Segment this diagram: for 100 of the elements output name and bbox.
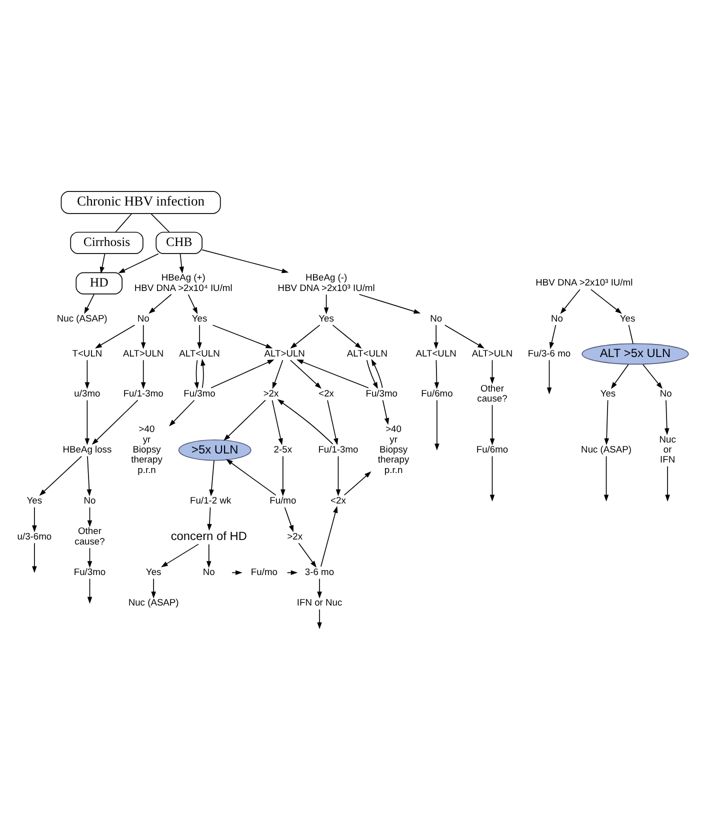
arrow [560,289,580,314]
arrow [336,456,341,496]
node-text: Nuc (ASAP) [56,313,108,324]
node-text: Yes [600,388,616,398]
arrow [210,359,274,388]
arrow [280,456,286,496]
node-text: Yes [318,313,334,324]
arrow [207,506,212,531]
arrow [664,400,670,436]
node-text: Fu/6mo [476,444,508,455]
node-text: Yes [620,313,636,324]
arrow [371,359,383,388]
arrow [277,399,334,444]
arrow [642,364,663,389]
node-text: >40 yr Biopsy therapy p.r.n [378,424,410,475]
arrow [549,324,556,350]
node-text: ALT>ULN [472,348,513,358]
node-text: Fu/mo [250,567,278,578]
arrow [206,544,212,568]
arrow [444,324,484,348]
arrow [161,544,199,568]
node-text: HBeAg loss [62,444,112,455]
node-text: Fu/1-3mo [123,388,164,398]
node-text: u/3mo [74,388,100,398]
arrow [148,294,172,314]
node-text: Nuc (ASAP) [581,444,632,455]
connector [150,213,170,232]
arrow [87,506,92,528]
arrow [272,400,283,446]
arrow [32,542,37,574]
node-text: Other cause? [74,526,105,546]
connector [115,213,132,232]
arrow [39,456,82,496]
node-text: Fu/mo [270,496,296,506]
node-text: 2-5x [274,444,292,455]
node-text: HBV DNA >2x10³ IU/ml [536,278,633,288]
node-box: HD [76,272,123,294]
arrow [140,360,146,390]
arrow [604,400,610,446]
arrow [200,358,206,388]
node-text: T<ULN [72,348,102,358]
node-text: Fu/1-3mo [318,444,358,455]
node-text: HBeAg (+) HBV DNA >2x10⁴ IU/ml [134,272,232,293]
node-text: >2x [287,531,303,542]
arrow [324,294,329,314]
arrow [298,542,317,568]
arrow [92,400,138,445]
arrow [140,324,146,350]
arrow [296,360,369,388]
arrow [434,400,440,450]
node-text: u/3-6mo [17,531,52,542]
arrow [212,324,273,348]
arrow [179,253,184,274]
arrow [32,506,37,532]
arrow [194,360,199,390]
node-text: Fu/3mo [366,388,398,398]
node-text: Nuc or IFN [659,434,676,465]
arrow [87,578,92,604]
node-text: <2x [330,496,346,506]
arrow [665,466,670,502]
node-text: Fu/3mo [74,567,106,578]
arrow [590,289,622,314]
node-text: Yes [26,496,42,506]
node-text: No [430,313,442,324]
arrow [382,400,390,425]
arrow [86,456,92,496]
arrow [100,253,106,274]
arrow [84,294,95,314]
arrow [317,578,322,598]
node-box: Cirrhosis [70,232,144,254]
node-text: >40 yr Biopsy therapy p.r.n [131,424,162,475]
node-text: No [84,496,96,506]
arrow [84,400,90,446]
node-text: 3-6 mo [304,567,334,578]
arrow [169,400,195,426]
arrow [490,360,495,384]
arrow [151,578,156,598]
arrow [118,253,159,274]
node-text: No [202,567,215,578]
node-text: <2x [318,388,334,398]
arrow [358,294,421,314]
node-ellipse: ALT >5x ULN [582,343,689,365]
node-text: ALT<ULN [416,348,456,358]
node-text: ALT<ULN [346,348,388,358]
arrow [95,324,136,348]
arrow [332,324,362,349]
node-text: Fu/1-2 wk [190,496,232,506]
node-text: Yes [192,313,208,324]
arrow [284,506,294,532]
arrow [224,400,266,441]
node-text: ALT>ULN [264,348,305,358]
arrow [197,324,202,350]
node-text: No [550,313,563,324]
node-text: Nuc (ASAP) [128,598,179,608]
node-box: CHB [156,232,202,254]
arrow [272,360,284,390]
arrow [344,471,372,496]
arrow [604,456,609,502]
node-text: Fu/3-6 mo [528,348,571,358]
arrow [490,456,495,502]
